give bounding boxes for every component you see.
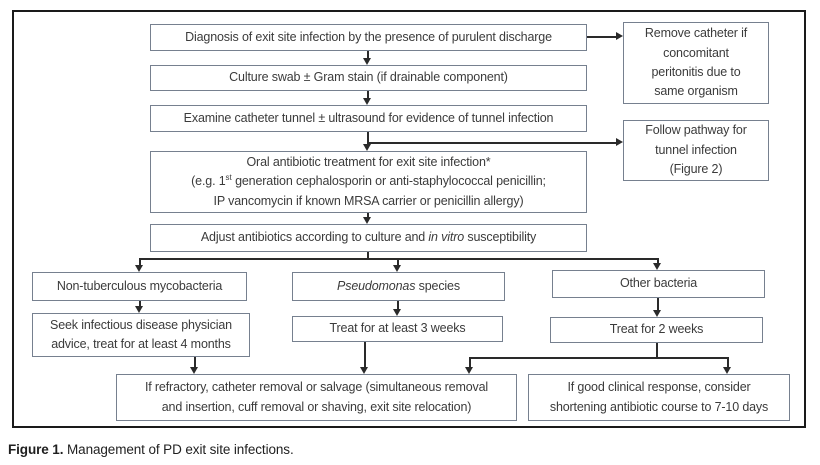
arrowhead-right-icon (616, 32, 623, 40)
node-oral-antibiotic-line2: (e.g. 1st generation cephalosporin or an… (191, 172, 546, 192)
connector-oral-adjust (367, 213, 369, 218)
node-good-response-line2: shortening antibiotic course to 7-10 day… (549, 399, 769, 414)
figure-caption-label: Figure 1. (8, 442, 64, 457)
connector-pseudomonas-treat3 (397, 301, 399, 310)
node-refractory-line1: If refractory, catheter removal or salva… (144, 380, 489, 395)
connector-advice-refractory (194, 357, 196, 368)
oral-line2-superscript: st (225, 173, 232, 183)
connector-adjust-stub (367, 252, 369, 259)
figure-caption-text: Management of PD exit site infections. (63, 442, 294, 457)
node-treat-2-weeks: Treat for 2 weeks (550, 317, 763, 343)
node-refractory-line2: and insertion, cuff removal or shaving, … (161, 399, 472, 414)
arrowhead-down-icon (190, 367, 198, 374)
node-remove-catheter: Remove catheter if concomitant peritonit… (623, 22, 769, 104)
node-culture-swab-text: Culture swab ± Gram stain (if drainable … (229, 70, 508, 85)
node-pseudomonas-text: Pseudomonas species (337, 277, 460, 296)
arrowhead-down-icon (723, 367, 731, 374)
arrowhead-down-icon (363, 217, 371, 224)
node-oral-antibiotic-line3: IP vancomycin if known MRSA carrier or p… (213, 193, 524, 208)
connector-treat2-stub (656, 343, 658, 359)
connector-branch-follow-pathway (368, 142, 617, 144)
connector-examine-oral (367, 132, 369, 145)
node-treat-3-weeks: Treat for at least 3 weeks (292, 316, 503, 342)
arrowhead-right-icon (616, 138, 623, 146)
node-id-physician-advice: Seek infectious disease physician advice… (32, 313, 250, 357)
node-non-tuberculous-text: Non-tuberculous mycobacteria (56, 278, 223, 293)
node-treat-2-weeks-text: Treat for 2 weeks (609, 322, 704, 337)
arrowhead-down-icon (135, 265, 143, 272)
node-diagnosis-text: Diagnosis of exit site infection by the … (185, 29, 552, 44)
node-remove-catheter-line3: peritonitis due to (651, 65, 741, 79)
figure-caption: Figure 1. Management of PD exit site inf… (8, 442, 294, 457)
node-pseudomonas: Pseudomonas species (292, 272, 505, 301)
arrowhead-down-icon (363, 98, 371, 105)
arrowhead-down-icon (393, 265, 401, 272)
arrowhead-down-icon (465, 367, 473, 374)
arrowhead-down-icon (363, 144, 371, 151)
node-remove-catheter-line4: same organism (654, 84, 738, 99)
node-other-bacteria: Other bacteria (552, 270, 765, 298)
node-follow-pathway: Follow pathway for tunnel infection (Fig… (623, 120, 769, 181)
connector-treat3-refractory (364, 342, 366, 368)
node-oral-antibiotic-line1: Oral antibiotic treatment for exit site … (246, 154, 491, 169)
node-refractory: If refractory, catheter removal or salva… (116, 374, 517, 421)
node-adjust-antibiotics: Adjust antibiotics according to culture … (150, 224, 587, 252)
pseudomonas-italic: Pseudomonas (337, 278, 416, 293)
node-remove-catheter-line1: Remove catheter if (644, 26, 748, 41)
oral-line2-post: generation cephalosporin or anti-staphyl… (231, 174, 546, 189)
node-culture-swab: Culture swab ± Gram stain (if drainable … (150, 65, 587, 91)
adjust-italic: in vitro (428, 230, 465, 245)
node-examine-tunnel-text: Examine catheter tunnel ± ultrasound for… (183, 110, 554, 125)
node-id-advice-line1: Seek infectious disease physician (50, 317, 232, 332)
connector-ntm-advice (139, 301, 141, 307)
node-examine-tunnel: Examine catheter tunnel ± ultrasound for… (150, 105, 587, 132)
node-follow-pathway-line2: tunnel infection (655, 142, 737, 157)
connector-branch-ntm (139, 258, 141, 266)
node-remove-catheter-line2: concomitant (663, 45, 729, 60)
adjust-post: susceptibility (464, 230, 537, 245)
arrowhead-down-icon (393, 309, 401, 316)
connector-treat2-refractory (469, 357, 471, 368)
connector-other-treat2 (657, 298, 659, 311)
node-oral-antibiotic: Oral antibiotic treatment for exit site … (150, 151, 587, 213)
node-treat-3-weeks-text: Treat for at least 3 weeks (329, 321, 466, 336)
node-good-response: If good clinical response, consider shor… (528, 374, 790, 421)
node-id-advice-line2: advice, treat for at least 4 months (51, 337, 231, 351)
connector-branch-pseudomonas (397, 258, 399, 266)
connector-culture-examine (367, 91, 369, 99)
node-adjust-antibiotics-text: Adjust antibiotics according to culture … (201, 228, 536, 247)
arrowhead-down-icon (360, 367, 368, 374)
arrowhead-down-icon (653, 310, 661, 317)
connector-treat2-goodresponse (727, 357, 729, 368)
node-other-bacteria-text: Other bacteria (619, 276, 698, 291)
adjust-pre: Adjust antibiotics according to culture … (200, 230, 429, 245)
arrowhead-down-icon (135, 306, 143, 313)
connector-diagnosis-remove (587, 36, 617, 38)
oral-line2-pre: (e.g. 1 (191, 174, 226, 189)
connector-branch-bar (139, 258, 659, 260)
node-good-response-line1: If good clinical response, consider (567, 380, 751, 395)
node-follow-pathway-line1: Follow pathway for (645, 123, 747, 138)
node-follow-pathway-line3: (Figure 2) (669, 162, 723, 177)
connector-diagnosis-culture (367, 51, 369, 60)
connector-branch-other (657, 258, 659, 264)
arrowhead-down-icon (653, 263, 661, 270)
node-non-tuberculous: Non-tuberculous mycobacteria (32, 272, 247, 301)
node-diagnosis: Diagnosis of exit site infection by the … (150, 24, 587, 51)
arrowhead-down-icon (363, 58, 371, 65)
connector-treat2-bar (469, 357, 728, 359)
pseudomonas-post: species (415, 278, 460, 293)
